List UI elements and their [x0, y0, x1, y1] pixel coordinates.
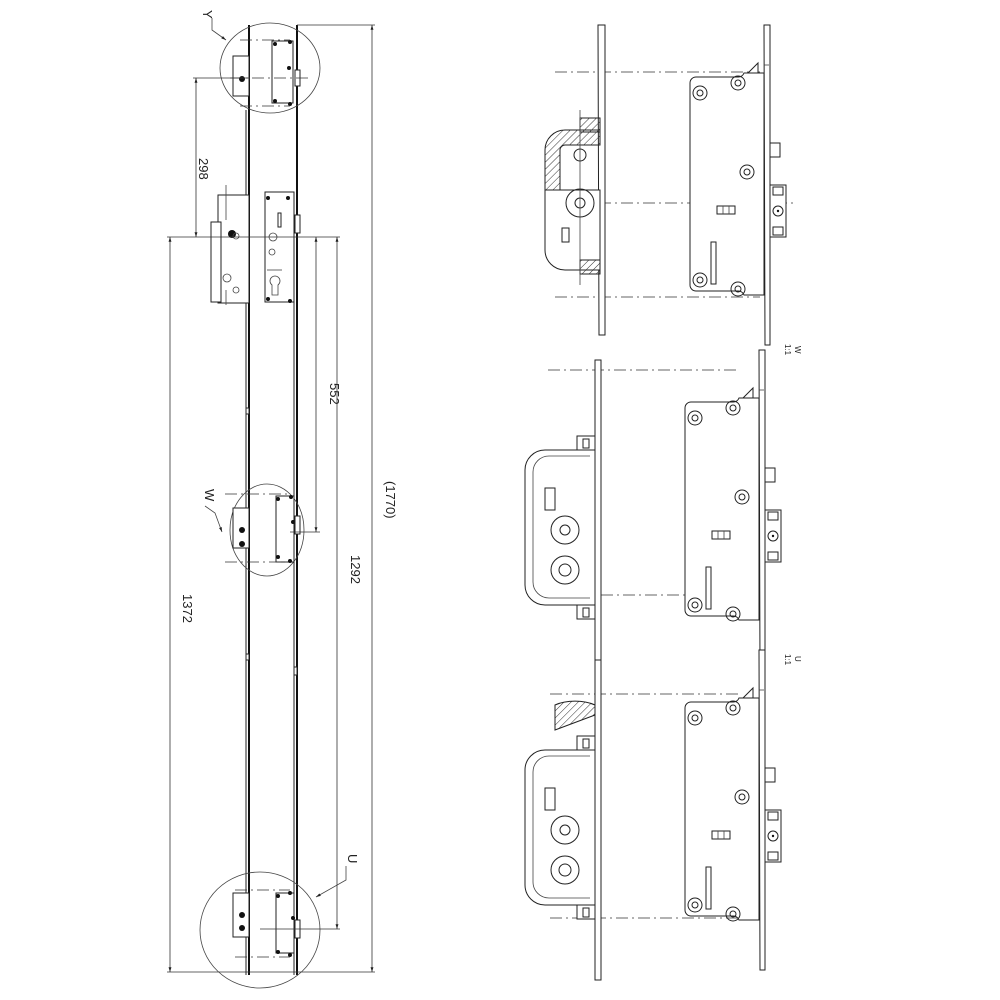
gearbox-left [210, 185, 250, 305]
detail-y [544, 24, 795, 346]
callout-y: Y [200, 10, 215, 19]
callout-w: W [202, 489, 217, 502]
dim-298: 298 [196, 158, 211, 180]
dim-1292: 1292 [348, 555, 363, 584]
dim-1372: 1372 [180, 594, 195, 623]
dim-1770: (1770) [383, 481, 398, 519]
detail-w: W 1:1 [524, 344, 802, 681]
dim-552: 552 [327, 383, 342, 405]
callout-u: U [345, 854, 360, 863]
detail-w-label: W [793, 346, 802, 354]
detail-w-scale: 1:1 [783, 344, 792, 356]
detail-u-label: U [793, 656, 802, 662]
detail-u-scale: 1:1 [783, 654, 792, 666]
gearbox-right [264, 191, 301, 303]
detail-u: U 1:1 [524, 649, 802, 981]
overview-drawing: Y [167, 10, 398, 989]
